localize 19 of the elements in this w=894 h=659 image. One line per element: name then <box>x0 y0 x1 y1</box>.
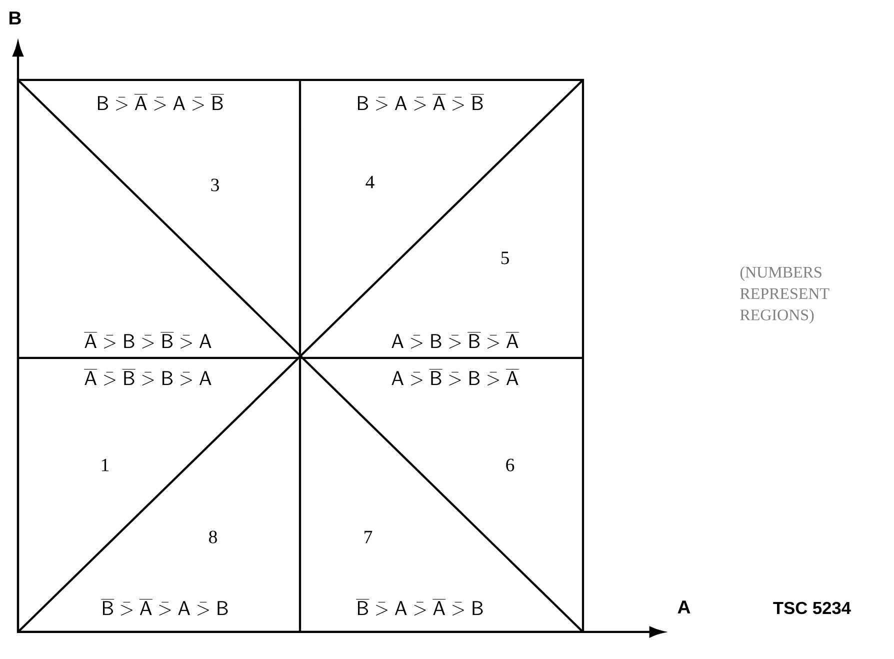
inequality-label: $\mathsf{A} \mathrel{\bar{>}} \overline{\mathsf{B}} \mathrel{\bar{>}} \mathsf{B} \mathrel{\bar{>}} \overline{\mathsf{A}}$ <box>392 369 519 386</box>
inequality-label: $\mathsf{B} \mathrel{\bar{>}} \mathsf{A} \mathrel{\bar{>}} \overline{\mathsf{A}} \mathrel{\bar{>}} \overline{\mathsf{B}}$ <box>358 94 484 111</box>
axis-label: B <box>10 12 21 24</box>
inequality-label: $\overline{\mathsf{A}} \mathrel{\bar{>}} \overline{\mathsf{B}} \mathrel{\bar{>}} \mathsf{B} \mathrel{\bar{>}} \mathsf{A}$ <box>84 369 212 386</box>
region-number: 5 <box>501 252 509 264</box>
figure-code: TSC 5234 <box>773 602 851 614</box>
inequality-label: $\mathsf{B} \mathrel{\bar{>}} \overline{\mathsf{A}} \mathrel{\bar{>}} \mathsf{A} \mathrel{\bar{>}} \overline{\mathsf{B}}$ <box>98 94 224 111</box>
region-number: 7 <box>364 530 372 544</box>
region-number: 8 <box>209 530 217 544</box>
region-number: 3 <box>211 178 219 192</box>
region-number: 6 <box>506 458 514 472</box>
axis-label: A <box>678 600 690 614</box>
inequality-label: $\overline{\mathsf{B}} \mathrel{\bar{>}} \overline{\mathsf{A}} \mathrel{\bar{>}} \mathsf{A} \mathrel{\bar{>}} \mathsf{B}$ <box>101 599 228 616</box>
note-text: (NUMBERS REPRESENT REGIONS) <box>740 266 830 324</box>
region-number: 1 <box>102 458 109 472</box>
inequality-label: $\mathsf{A} \mathrel{\bar{>}} \mathsf{B} \mathrel{\bar{>}} \overline{\mathsf{B}} \mathrel{\bar{>}} \overline{\mathsf{A}}$ <box>392 332 519 349</box>
region-number: 4 <box>366 176 374 188</box>
inequality-label: $\overline{\mathsf{B}} \mathrel{\bar{>}} \mathsf{A} \mathrel{\bar{>}} \overline{\mathsf{A}} \mathrel{\bar{>}} \mathsf{B}$ <box>356 599 483 616</box>
inequality-label: $\overline{\mathsf{A}} \mathrel{\bar{>}} \mathsf{B} \mathrel{\bar{>}} \overline{\mathsf{B}} \mathrel{\bar{>}} \mathsf{A}$ <box>84 332 212 349</box>
